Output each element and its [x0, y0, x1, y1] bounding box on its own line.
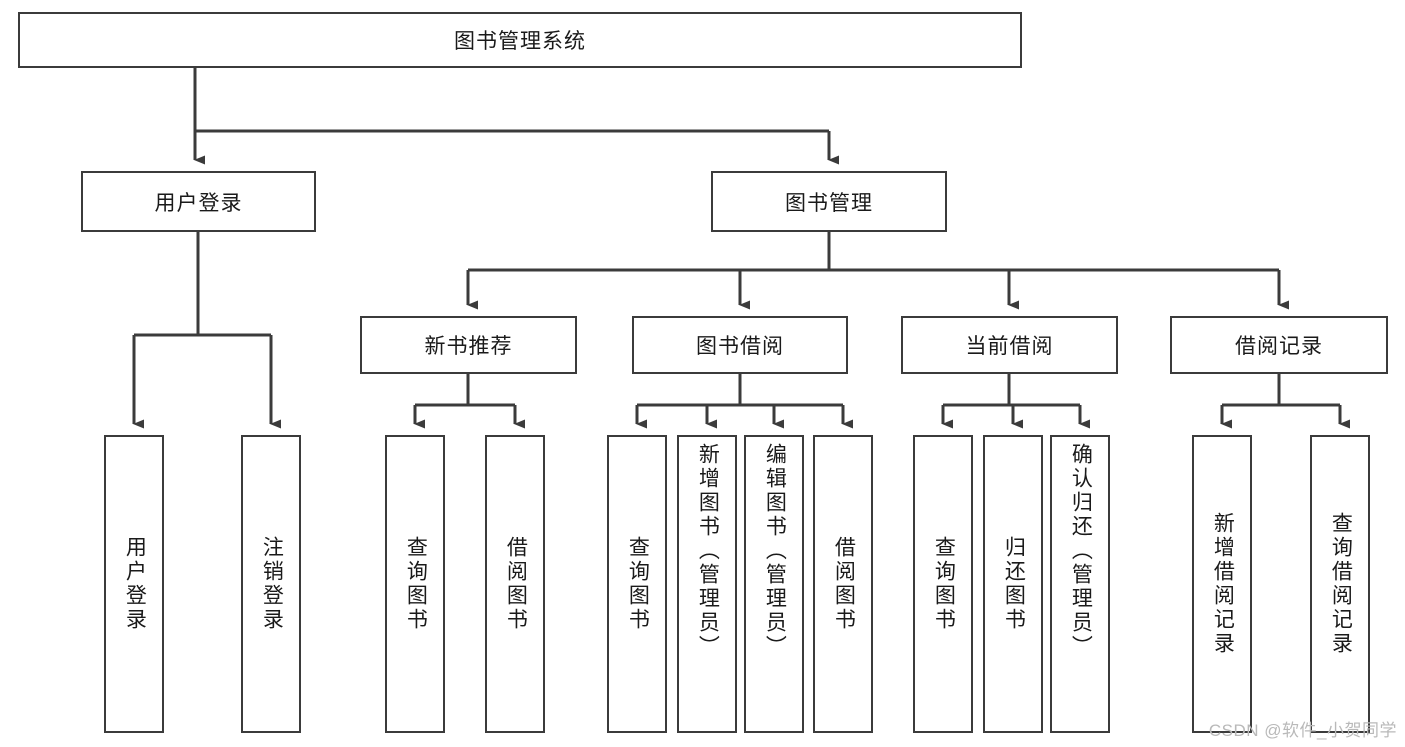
node-label: 确认归还（管理员）: [1069, 443, 1093, 659]
edge-current-borrow-to-leaves: [941, 374, 1090, 429]
node-label: 图书借阅: [696, 335, 784, 358]
node-label: 新增借阅记录: [1211, 512, 1235, 656]
node-borrow-record[interactable]: 借阅记录: [1170, 316, 1388, 374]
leaf-user-login[interactable]: 用户登录: [104, 435, 164, 733]
leaf-book-borrow-query[interactable]: 查询图书: [607, 435, 667, 733]
node-label: 查询图书: [932, 536, 956, 632]
node-book-manage[interactable]: 图书管理: [711, 171, 947, 232]
node-label: 编辑图书（管理员）: [763, 443, 787, 659]
node-label: 查询图书: [404, 536, 428, 632]
leaf-current-borrow-query[interactable]: 查询图书: [913, 435, 973, 733]
node-label: 查询图书: [626, 536, 650, 632]
leaf-new-book-borrow[interactable]: 借阅图书: [485, 435, 545, 733]
leaf-new-book-query[interactable]: 查询图书: [385, 435, 445, 733]
node-label: 用户登录: [154, 191, 243, 215]
node-label: 图书管理: [785, 191, 873, 215]
node-label: 借阅图书: [832, 536, 856, 632]
node-label: 借阅记录: [1235, 335, 1323, 358]
node-label: 用户登录: [123, 536, 147, 632]
leaf-logout[interactable]: 注销登录: [241, 435, 301, 733]
node-label: 归还图书: [1002, 536, 1026, 632]
leaf-book-add-admin[interactable]: 新增图书（管理员）: [677, 435, 737, 733]
node-new-book-recommend[interactable]: 新书推荐: [360, 316, 577, 374]
node-current-borrow[interactable]: 当前借阅: [901, 316, 1118, 374]
node-label: 新增图书（管理员）: [696, 443, 720, 659]
leaf-confirm-return-admin[interactable]: 确认归还（管理员）: [1050, 435, 1110, 733]
node-book-borrow[interactable]: 图书借阅: [632, 316, 848, 374]
node-label: 新书推荐: [424, 335, 513, 358]
node-user-login[interactable]: 用户登录: [81, 171, 316, 232]
leaf-book-borrow-action[interactable]: 借阅图书: [813, 435, 873, 733]
edge-root-to-level2: [193, 68, 839, 165]
node-label: 图书管理系统: [454, 30, 586, 53]
leaf-query-borrow-record[interactable]: 查询借阅记录: [1310, 435, 1370, 733]
node-label: 查询借阅记录: [1329, 512, 1353, 656]
node-root[interactable]: 图书管理系统: [18, 12, 1022, 68]
leaf-book-edit-admin[interactable]: 编辑图书（管理员）: [744, 435, 804, 733]
node-label: 注销登录: [260, 536, 284, 632]
edge-user-login-to-leaves: [132, 232, 281, 429]
node-label: 借阅图书: [504, 536, 528, 632]
edge-new-book-rec-to-leaves: [413, 374, 525, 429]
leaf-add-borrow-record[interactable]: 新增借阅记录: [1192, 435, 1252, 733]
leaf-return-book[interactable]: 归还图书: [983, 435, 1043, 733]
edge-borrow-record-to-leaves: [1220, 374, 1350, 429]
edge-book-borrow-to-leaves: [635, 374, 853, 429]
node-label: 当前借阅: [965, 335, 1054, 358]
edge-book-manage-to-level3: [466, 232, 1289, 310]
